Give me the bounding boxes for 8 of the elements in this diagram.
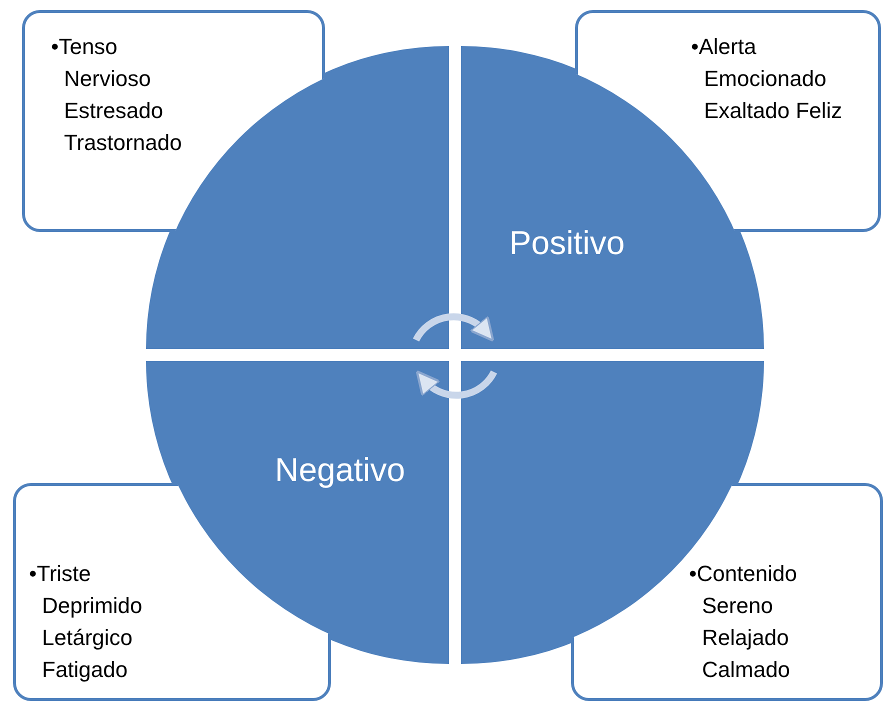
- quadrant-label: Negativo: [274, 451, 406, 489]
- bullet-list-item: •Contenido Sereno Relajado Calmado: [689, 560, 798, 684]
- bullet-list-item: •Triste Deprimido Letárgico Fatigado: [29, 560, 142, 684]
- bullet-list-item: •Alerta Emocionado Exaltado Feliz: [691, 33, 844, 125]
- curved-arrow: [415, 370, 498, 399]
- quadrant-label: Positivo: [509, 224, 625, 262]
- curved-arrow: [412, 313, 495, 342]
- bullet-list-item: •Tenso Nervioso Estresado Trastornado: [51, 33, 182, 157]
